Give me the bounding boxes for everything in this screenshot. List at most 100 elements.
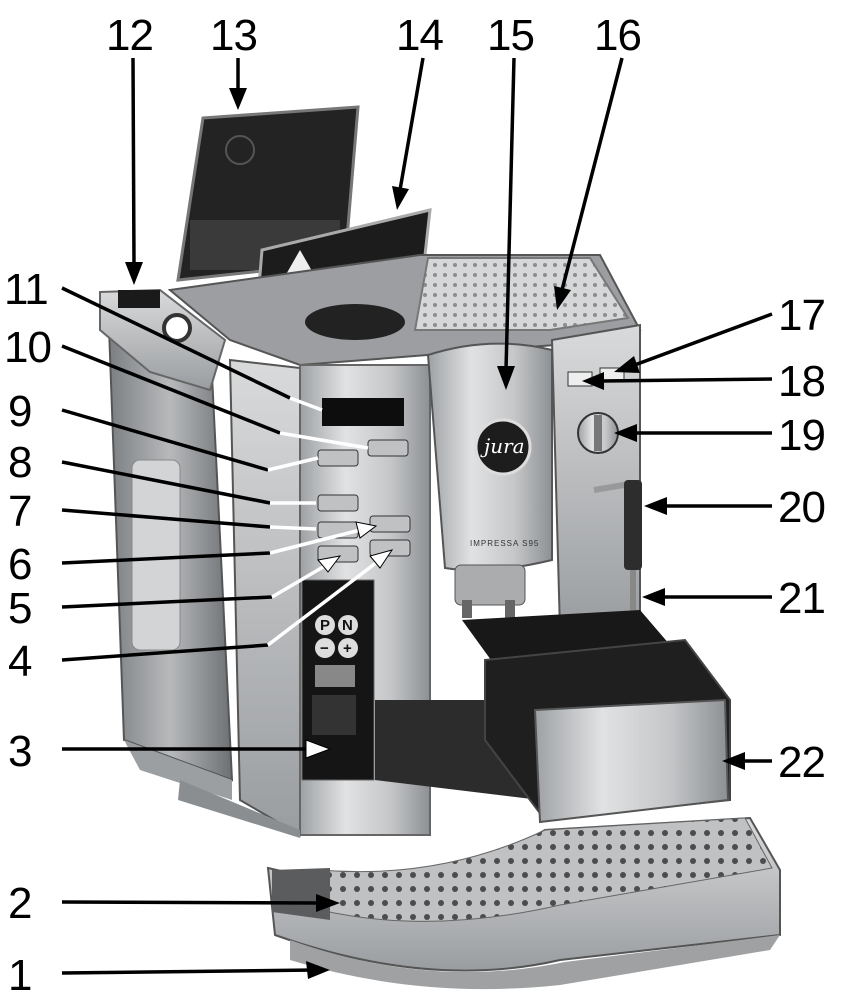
arrowhead-16	[554, 286, 571, 310]
spout-nozzle-left	[462, 600, 472, 618]
label-12: 12	[106, 11, 153, 60]
label-10: 10	[4, 323, 51, 372]
arrowhead-2	[316, 894, 340, 912]
model-name: IMPRESSA S95	[470, 539, 539, 548]
label-4: 4	[8, 637, 32, 686]
arrowhead-20	[644, 497, 667, 515]
arrow-17	[631, 312, 773, 368]
coffee-outlet	[454, 564, 526, 606]
label-21: 21	[778, 574, 825, 623]
water-filter	[131, 459, 181, 651]
lid-logo	[225, 135, 255, 165]
button-9	[317, 449, 359, 467]
arrowhead-5	[317, 555, 342, 573]
label-5: 5	[8, 584, 31, 633]
drip-tray-base	[290, 935, 780, 990]
tank-base	[124, 740, 232, 800]
arrowhead-21	[642, 588, 665, 606]
arrowhead-14	[392, 186, 409, 210]
arrow-9-white	[267, 456, 319, 472]
label-22: 22	[778, 738, 825, 787]
arrow-6-white	[269, 526, 369, 555]
arrow-1	[61, 968, 316, 975]
arrow-18	[599, 377, 773, 383]
arrow-6	[61, 551, 271, 565]
label-9: 9	[8, 387, 31, 436]
label-3: 3	[8, 727, 31, 776]
arrow-11-white	[289, 396, 323, 412]
spout-nozzle-right	[505, 600, 515, 618]
arrowhead-1	[306, 961, 330, 979]
frother-nozzle	[624, 480, 642, 570]
panel-window	[312, 695, 356, 735]
arrow-7	[61, 508, 271, 529]
arrowhead-22	[722, 752, 745, 770]
label-8: 8	[8, 438, 31, 487]
arrow-2	[61, 900, 321, 905]
drip-tray-reflection	[272, 868, 330, 920]
label-20: 20	[778, 483, 825, 532]
frother-tip	[630, 570, 636, 620]
button-top-right	[367, 439, 409, 457]
panel-btn-p	[315, 615, 335, 635]
label-7: 7	[8, 487, 31, 536]
label-15: 15	[487, 11, 534, 60]
arrow-12	[131, 57, 136, 266]
arrowhead-6	[355, 521, 378, 539]
label-16: 16	[594, 11, 641, 60]
steam-knob-grip	[594, 415, 602, 451]
arrow-5	[61, 595, 273, 609]
cup-warmer	[413, 257, 630, 331]
arrow-11	[61, 286, 291, 400]
panel-btn-plus-label: +	[343, 640, 352, 657]
arrow-10	[61, 344, 281, 435]
label-2: 2	[8, 879, 31, 928]
arrow-4	[61, 643, 269, 662]
arrowhead-4	[369, 549, 394, 569]
grounds-container-front	[533, 698, 730, 824]
label-11: 11	[4, 265, 48, 314]
label-1: 1	[8, 951, 31, 998]
panel-btn-p-label: P	[320, 617, 330, 634]
panel-btn-n	[338, 615, 358, 635]
arrow-4-white	[266, 554, 387, 647]
panel-indicator	[315, 665, 355, 687]
brand-badge	[474, 418, 532, 476]
arrow-15	[504, 57, 516, 371]
machine-illustration: P N − + jura IMPRESSA S95	[99, 105, 781, 990]
arrow-16	[560, 57, 624, 291]
panel-btn-n-label: N	[342, 617, 353, 634]
arrowhead-18	[582, 372, 604, 390]
brand-logo-text: jura	[480, 434, 525, 458]
arrow-14	[398, 57, 425, 191]
label-14: 14	[396, 11, 443, 60]
arrowhead-19	[614, 424, 637, 442]
label-18: 18	[778, 357, 825, 406]
arrow-10-white	[279, 431, 369, 450]
button-4	[369, 539, 411, 557]
bypass-doser	[118, 290, 160, 308]
panel-btn-minus-label: −	[320, 640, 329, 657]
drip-tray-grill	[319, 817, 773, 922]
label-13: 13	[210, 11, 257, 60]
button-8	[317, 494, 359, 512]
arrowhead-12	[125, 262, 143, 285]
rotary-switch-top	[162, 313, 192, 343]
label-6: 6	[8, 540, 31, 589]
arrowhead-17	[614, 356, 640, 373]
callout-arrows	[61, 57, 773, 979]
bean-hopper	[305, 304, 405, 340]
display	[322, 398, 404, 426]
arrow-7-white	[269, 525, 317, 531]
arrowhead-3	[305, 739, 332, 759]
callout-labels: 1 2 3 4 5 6 7 8 9 10 11 12 13 14 15 16 1…	[4, 11, 826, 998]
panel-btn-plus	[338, 638, 358, 658]
machine-base	[178, 780, 300, 838]
label-19: 19	[778, 411, 825, 460]
arrow-9	[61, 408, 269, 472]
label-17: 17	[778, 291, 825, 340]
panel-btn-minus	[315, 638, 335, 658]
arrowhead-15	[497, 366, 515, 390]
arrow-8	[61, 460, 271, 505]
